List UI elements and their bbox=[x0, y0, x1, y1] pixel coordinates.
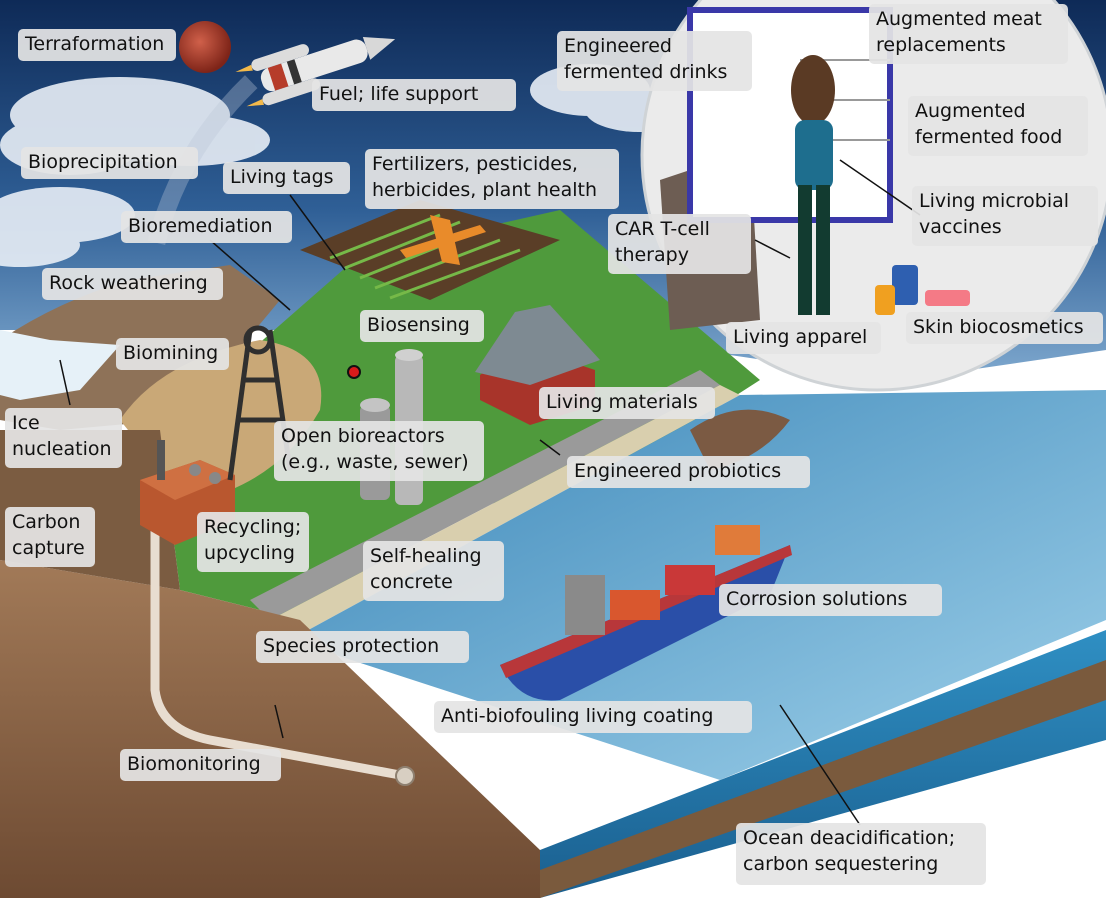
label-skin-biocosmetics: Skin biocosmetics bbox=[906, 312, 1103, 344]
label-bioremediation: Bioremediation bbox=[121, 211, 292, 243]
label-augmented-fermented-food: Augmented fermented food bbox=[908, 96, 1088, 156]
label-fuel-life-support: Fuel; life support bbox=[312, 79, 516, 111]
label-engineered-probiotics: Engineered probiotics bbox=[567, 456, 810, 488]
label-living-apparel: Living apparel bbox=[726, 322, 881, 354]
label-car-t-cell-therapy: CAR T-cell therapy bbox=[608, 214, 751, 274]
cargo-ship bbox=[500, 525, 792, 701]
label-biomonitoring: Biomonitoring bbox=[120, 749, 281, 781]
label-living-tags: Living tags bbox=[223, 162, 350, 194]
label-living-materials: Living materials bbox=[539, 387, 715, 419]
crop-duster-plane bbox=[400, 215, 486, 265]
label-living-microbial-vaccines: Living microbial vaccines bbox=[912, 186, 1098, 246]
label-ice-nucleation: Ice nucleation bbox=[5, 408, 122, 468]
label-self-healing-concrete: Self-healing concrete bbox=[363, 541, 504, 601]
label-species-protection: Species protection bbox=[256, 631, 469, 663]
biosensing-marker bbox=[347, 365, 361, 379]
label-biomining: Biomining bbox=[116, 338, 229, 370]
earth-cross-section bbox=[0, 560, 540, 898]
land-surface bbox=[160, 210, 760, 620]
label-ocean-deacidification: Ocean deacidification; carbon sequesteri… bbox=[736, 823, 986, 885]
biomonitoring-pipe bbox=[150, 510, 401, 780]
label-recycling-upcycling: Recycling; upcycling bbox=[197, 512, 309, 572]
mars-planet bbox=[179, 21, 231, 73]
label-rock-weathering: Rock weathering bbox=[42, 268, 223, 300]
label-open-bioreactors: Open bioreactors (e.g., waste, sewer) bbox=[274, 421, 484, 481]
label-anti-biofouling: Anti-biofouling living coating bbox=[434, 701, 752, 733]
label-engineered-fermented-drinks: Engineered fermented drinks bbox=[557, 31, 752, 91]
label-augmented-meat: Augmented meat replacements bbox=[869, 4, 1068, 64]
label-bioprecipitation: Bioprecipitation bbox=[21, 147, 198, 179]
shore-rocks bbox=[690, 409, 790, 470]
label-biosensing: Biosensing bbox=[360, 310, 484, 342]
leader-lines bbox=[59, 159, 921, 826]
label-corrosion-solutions: Corrosion solutions bbox=[719, 584, 942, 616]
label-carbon-capture: Carbon capture bbox=[5, 507, 95, 567]
label-terraformation: Terraformation bbox=[18, 29, 176, 61]
label-fertilizers: Fertilizers, pesticides, herbicides, pla… bbox=[365, 149, 619, 209]
